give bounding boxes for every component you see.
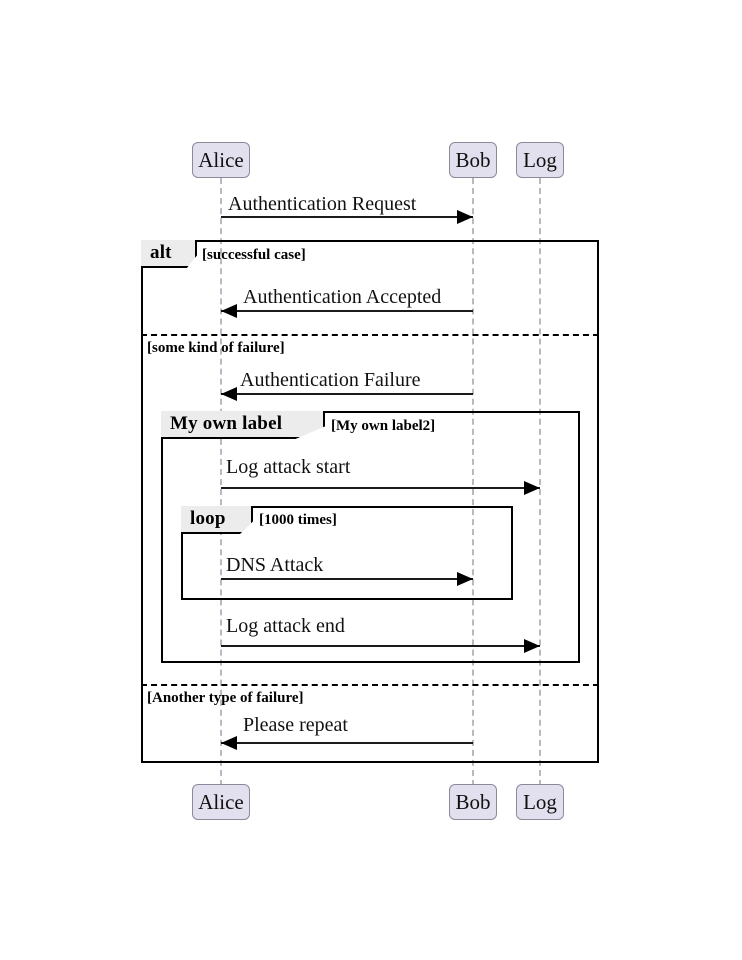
- participant-foot-bob-label: Bob: [455, 789, 491, 814]
- fragment-alt-divider-1: [141, 334, 599, 336]
- fragment-loop-operator-tab: loop: [181, 506, 253, 534]
- participant-head-log-label: Log: [523, 147, 557, 172]
- participant-head-alice-label: Alice: [198, 147, 244, 172]
- fragment-alt-operator-label: alt: [150, 242, 172, 263]
- message-arrowhead-log-attack-end: [524, 639, 540, 653]
- message-label-dns-attack: DNS Attack: [226, 554, 324, 576]
- fragment-loop-guard: [1000 times]: [259, 512, 337, 528]
- lifeline-log: [539, 178, 541, 786]
- message-line-authentication-request: [221, 216, 473, 218]
- fragment-loop-operator-label: loop: [190, 508, 226, 529]
- fragment-my-own-label-operator-tab: My own label: [161, 411, 325, 439]
- participant-foot-alice-label: Alice: [198, 789, 244, 814]
- fragment-loop: [181, 506, 513, 600]
- participant-head-bob-label: Bob: [455, 147, 491, 172]
- message-line-please-repeat: [221, 742, 473, 744]
- message-line-log-attack-end: [221, 645, 540, 647]
- participant-head-log[interactable]: Log: [516, 142, 564, 178]
- message-line-dns-attack: [221, 578, 473, 580]
- message-label-log-attack-start: Log attack start: [226, 456, 351, 478]
- message-line-authentication-accepted: [221, 310, 473, 312]
- lifeline-alice: [220, 178, 222, 786]
- fragment-alt-guard-2: [some kind of failure]: [147, 340, 285, 356]
- message-arrowhead-log-attack-start: [524, 481, 540, 495]
- participant-head-bob[interactable]: Bob: [449, 142, 497, 178]
- fragment-my-own-label: [161, 411, 580, 663]
- message-label-authentication-request: Authentication Request: [228, 193, 417, 215]
- participant-foot-log[interactable]: Log: [516, 784, 564, 820]
- fragment-alt: [141, 240, 599, 763]
- participant-foot-alice[interactable]: Alice: [192, 784, 250, 820]
- participant-foot-bob[interactable]: Bob: [449, 784, 497, 820]
- fragment-my-own-label-operator-label: My own label: [170, 413, 283, 434]
- message-arrowhead-authentication-accepted: [221, 304, 237, 318]
- message-arrowhead-please-repeat: [221, 736, 237, 750]
- message-label-log-attack-end: Log attack end: [226, 615, 345, 637]
- message-line-authentication-failure: [221, 393, 473, 395]
- fragment-alt-guard-1: [successful case]: [202, 247, 306, 263]
- message-arrowhead-authentication-request: [457, 210, 473, 224]
- message-arrowhead-dns-attack: [457, 572, 473, 586]
- participant-foot-log-label: Log: [523, 789, 557, 814]
- message-arrowhead-authentication-failure: [221, 387, 237, 401]
- message-label-authentication-accepted: Authentication Accepted: [243, 286, 442, 308]
- fragment-my-own-label-guard: [My own label2]: [331, 418, 436, 434]
- participant-head-alice[interactable]: Alice: [192, 142, 250, 178]
- message-line-log-attack-start: [221, 487, 540, 489]
- fragment-alt-operator-tab: alt: [141, 240, 197, 268]
- message-label-authentication-failure: Authentication Failure: [240, 369, 421, 391]
- fragment-alt-divider-2: [141, 684, 599, 686]
- message-label-please-repeat: Please repeat: [243, 714, 348, 736]
- lifeline-bob: [472, 178, 474, 786]
- fragment-alt-guard-3: [Another type of failure]: [147, 690, 304, 706]
